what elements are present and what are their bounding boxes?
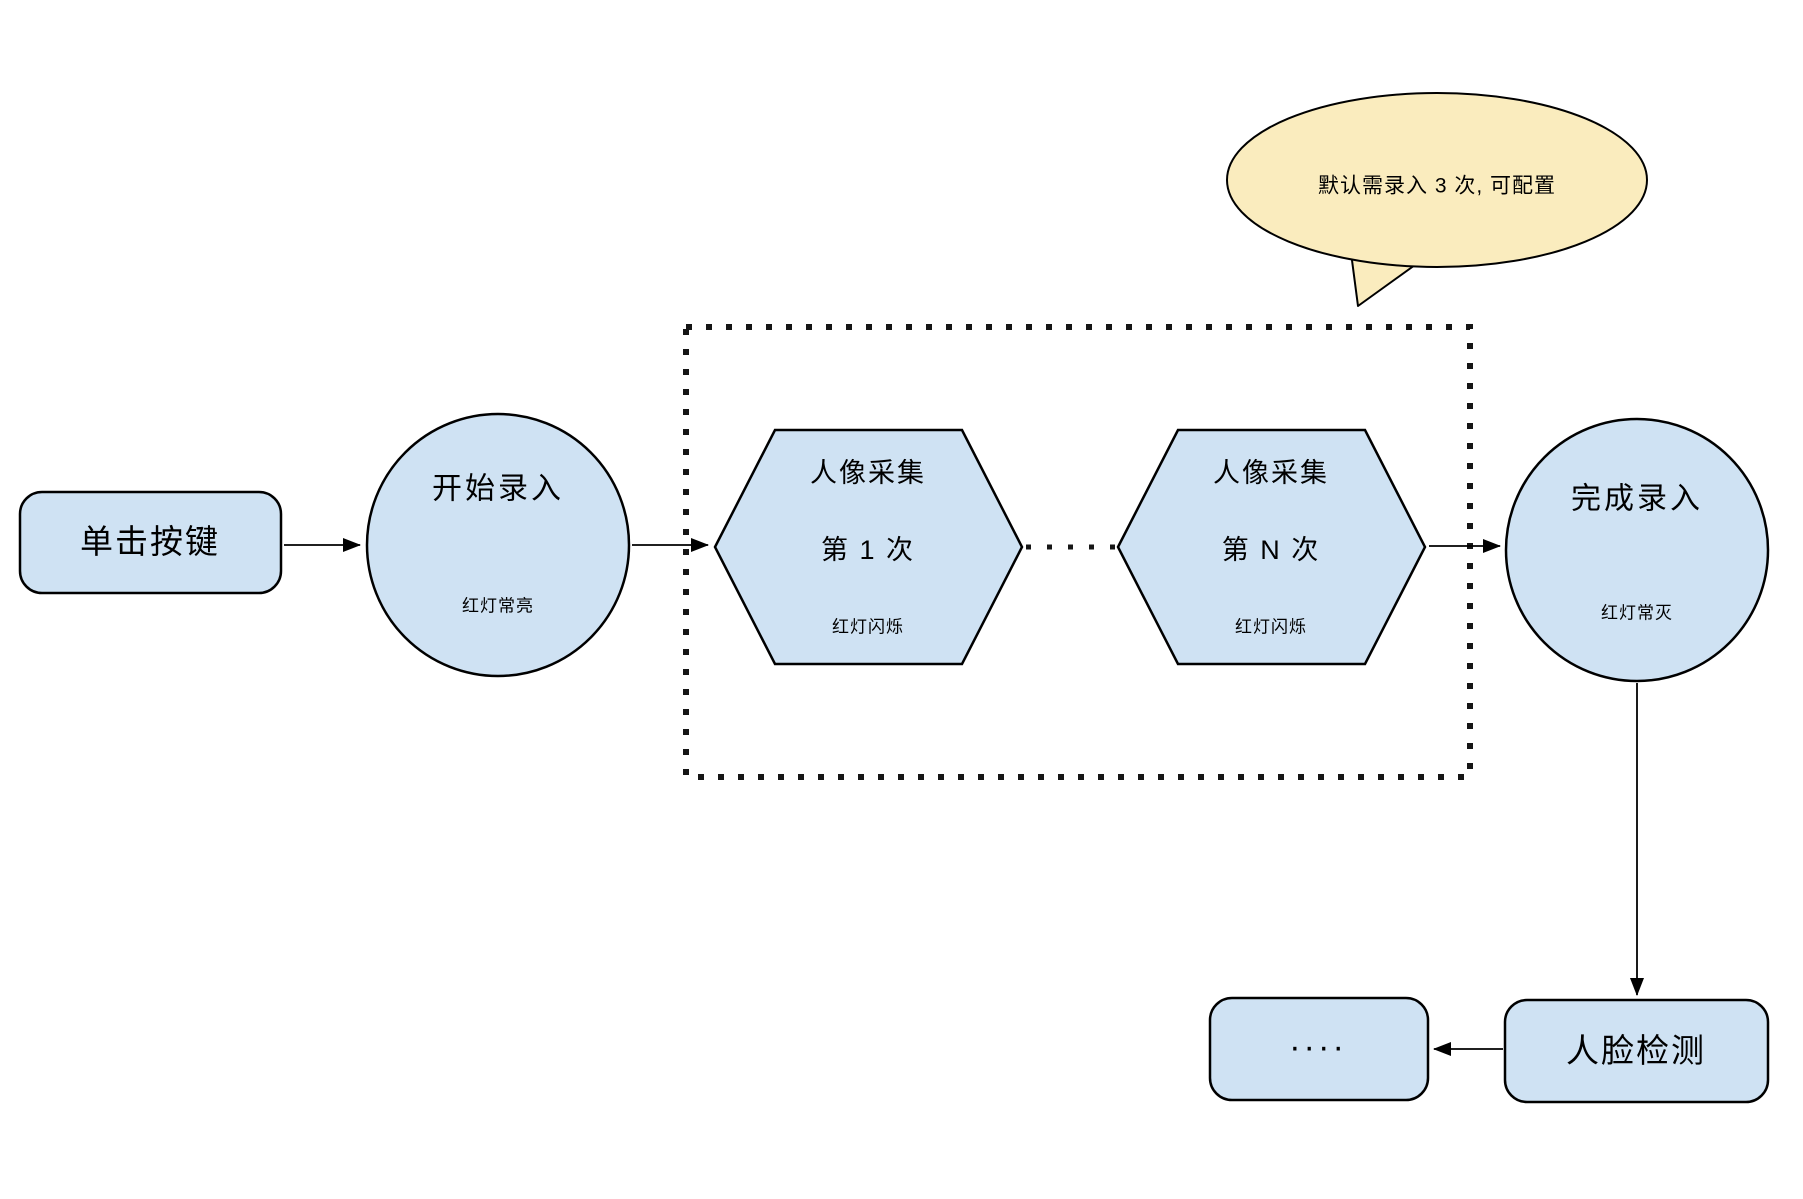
capture-nth-subtitle: 红灯闪烁	[1235, 617, 1307, 637]
face-detection-node	[1503, 998, 1770, 1104]
click-button-node	[18, 490, 283, 595]
capture-first-subtitle: 红灯闪烁	[832, 617, 904, 637]
start-node-title: 开始录入	[432, 472, 564, 506]
start-node-subtitle: 红灯常亮	[462, 596, 534, 616]
finish-node-title: 完成录入	[1571, 482, 1703, 516]
loop-dashed-box	[683, 324, 1473, 780]
callout-bubble	[1226, 92, 1648, 268]
capture-nth-hexagon	[1116, 428, 1427, 666]
click-button-label: 单击按键	[80, 522, 220, 560]
capture-nth-line1: 人像采集	[1213, 458, 1329, 489]
capture-nth-line2: 第 N 次	[1221, 535, 1321, 566]
callout-text: 默认需录入 3 次, 可配置	[1317, 174, 1557, 198]
capture-first-line1: 人像采集	[810, 458, 926, 489]
ellipsis-node-label: ....	[1290, 1020, 1348, 1059]
finish-node-subtitle: 红灯常灭	[1601, 603, 1673, 623]
ellipsis-node	[1208, 996, 1430, 1102]
capture-first-hexagon	[713, 428, 1024, 666]
start-node	[365, 412, 631, 678]
capture-first-line2: 第 1 次	[820, 535, 916, 566]
finish-node	[1504, 417, 1770, 683]
face-detection-label: 人脸检测	[1566, 1031, 1706, 1069]
